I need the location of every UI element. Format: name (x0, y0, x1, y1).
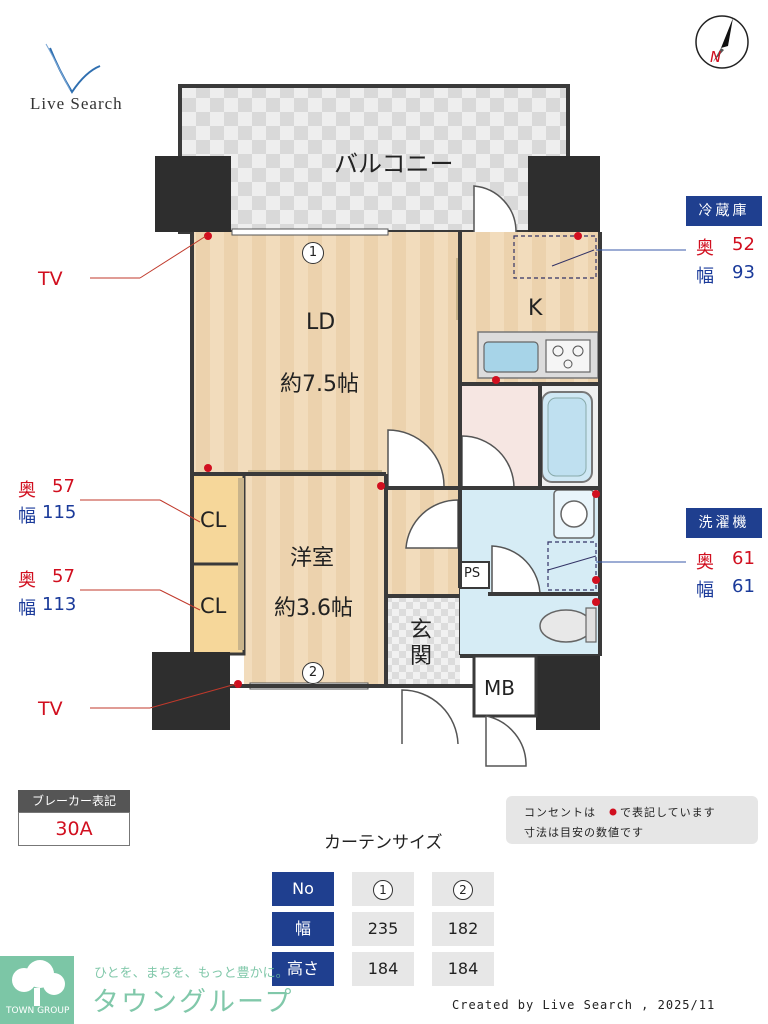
tv-callout-bottom: TV (38, 698, 63, 720)
breaker-label: ブレーカー表記 (18, 790, 130, 812)
table-header-col-2: 2 (432, 872, 494, 906)
note-line-1: コンセントは (524, 806, 596, 819)
cl1-width-label: 幅 (18, 506, 36, 527)
compass-north-label: N (710, 48, 722, 66)
curtain-number-2: 2 (453, 880, 473, 900)
cl2-depth-value: 57 (52, 566, 75, 587)
table-row-label-height: 高さ (272, 952, 334, 986)
cl2-width-label: 幅 (18, 598, 36, 619)
washer-width-value: 61 (732, 576, 755, 597)
cl2-depth-label: 奥 (18, 570, 36, 591)
table-header-no: No (272, 872, 334, 906)
western-room-size-label: 約3.6帖 (274, 596, 353, 621)
fridge-tag: 冷蔵庫 (686, 196, 762, 226)
table-cell-height-1: 184 (352, 952, 414, 986)
fridge-width-label: 幅 (696, 266, 714, 287)
entrance-floor (386, 596, 460, 686)
curtain-marker-2: 2 (302, 662, 324, 684)
table-cell-width-2: 182 (432, 912, 494, 946)
western-room-label: 洋室 (290, 546, 335, 571)
table-cell-width-1: 235 (352, 912, 414, 946)
ld-label: LD (306, 310, 336, 335)
washer-depth-value: 61 (732, 548, 755, 569)
table-cell-height-2: 184 (432, 952, 494, 986)
note-line-1-end: で表記しています (620, 806, 716, 819)
curtain-number-1: 1 (373, 880, 393, 900)
western-floor (244, 474, 386, 686)
ld-size-label: 約7.5帖 (280, 372, 359, 397)
company-name: タウングループ (92, 987, 294, 1018)
mb-label: MB (484, 676, 515, 700)
credit-text: Created by Live Search , 2025/11 (452, 998, 716, 1012)
pillar (536, 656, 600, 730)
cl1-width-value: 115 (42, 502, 77, 523)
cl2-width-value: 113 (42, 594, 77, 615)
kitchen-label: K (528, 296, 543, 321)
table-header-col-1: 1 (352, 872, 414, 906)
brand-logo-text: Live Search (30, 94, 123, 113)
fridge-width-value: 93 (732, 262, 755, 283)
fridge-depth-value: 52 (732, 234, 755, 255)
curtain-table-title: カーテンサイズ (324, 833, 443, 853)
balcony-label: バルコニー (334, 150, 454, 178)
tv-callout-top: TV (38, 268, 63, 290)
closet-2-label: CL (200, 594, 227, 618)
washer-width-label: 幅 (696, 580, 714, 601)
fridge-depth-label: 奥 (696, 238, 714, 259)
curtain-marker-1: 1 (302, 242, 324, 264)
closet-1-label: CL (200, 508, 227, 532)
breaker-value: 30A (18, 812, 130, 846)
washer-tag: 洗濯機 (686, 508, 762, 538)
pillar (155, 156, 231, 232)
company-tagline: ひとを、まちを、もっと豊かに。 (94, 966, 289, 981)
pillar (152, 652, 230, 730)
company-logo-text: TOWN GROUP (6, 1006, 70, 1016)
washer-depth-label: 奥 (696, 552, 714, 573)
entrance-label: 玄関 (410, 618, 433, 669)
cl1-depth-value: 57 (52, 476, 75, 497)
cl1-depth-label: 奥 (18, 480, 36, 501)
note-line-2: 寸法は目安の数値です (524, 826, 644, 839)
ps-label: PS (464, 566, 481, 581)
pillar (528, 156, 600, 232)
table-row-label-width: 幅 (272, 912, 334, 946)
